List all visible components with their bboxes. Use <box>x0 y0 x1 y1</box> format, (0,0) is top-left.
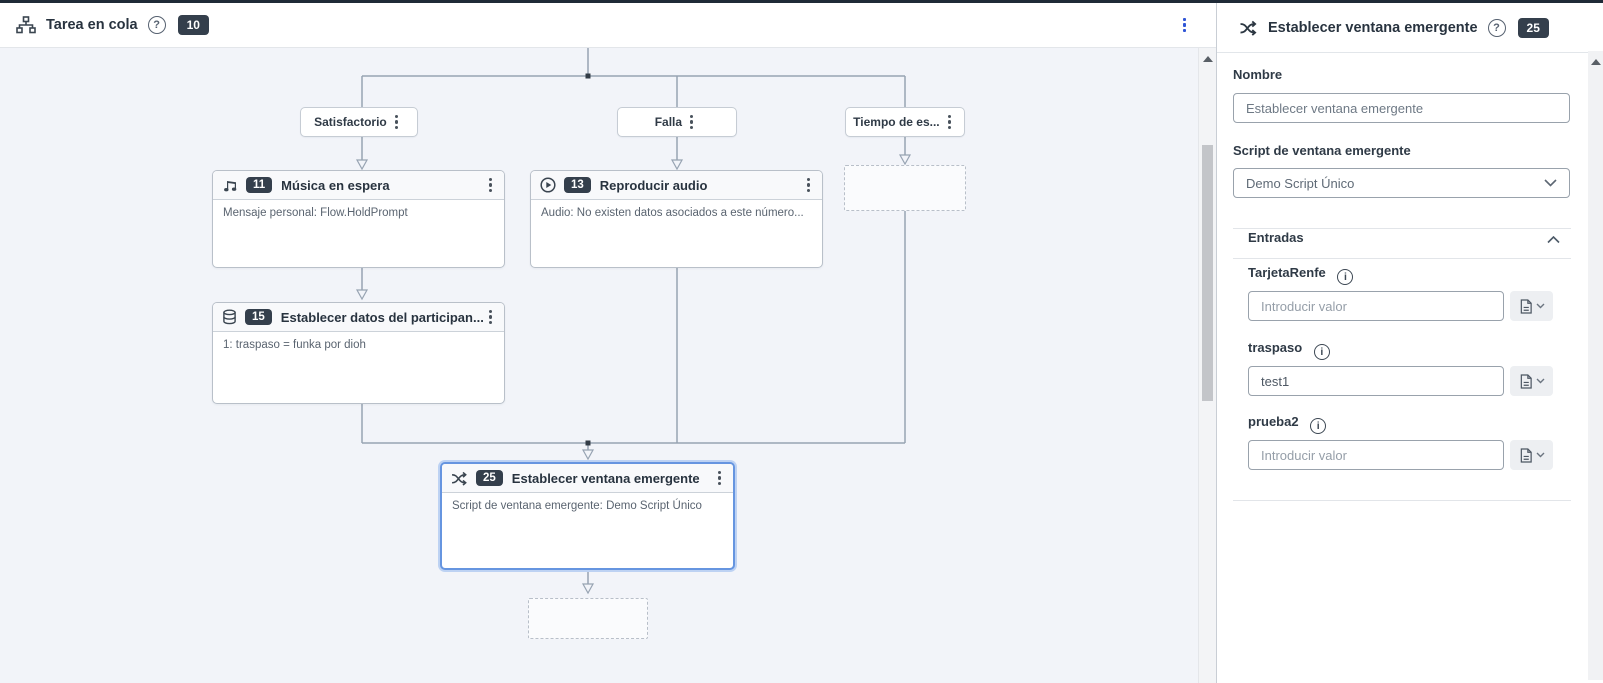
section-divider <box>1233 258 1571 259</box>
input-label-tarjetarenfe: TarjetaRenfe i <box>1248 265 1354 285</box>
canvas-header: Tarea en cola ? 10 <box>0 3 1216 48</box>
node-menu-kebab-icon[interactable] <box>483 174 498 197</box>
node-summary: Mensaje personal: Flow.HoldPrompt <box>223 207 408 219</box>
node-reproducir-audio[interactable]: 13 Reproducir audio Audio: No existen da… <box>530 170 823 268</box>
chevron-down-icon <box>1544 179 1557 187</box>
node-header: 15 Establecer datos del participan... <box>213 303 504 332</box>
chevron-down-icon <box>1536 452 1544 458</box>
info-icon[interactable]: i <box>1337 269 1354 285</box>
panel-divider <box>1216 3 1217 683</box>
value-type-button[interactable] <box>1510 291 1553 321</box>
node-establecer-ventana-emergente[interactable]: 25 Establecer ventana emergente Script d… <box>440 462 735 570</box>
branch-label: Tiempo de es... <box>853 115 940 129</box>
shuffle-icon <box>1240 20 1257 36</box>
node-summary: Audio: No existen datos asociados a este… <box>541 207 804 219</box>
node-title: Reproducir audio <box>599 177 708 193</box>
node-musica-en-espera[interactable]: 11 Música en espera Mensaje personal: Fl… <box>212 170 505 268</box>
collapse-section-button[interactable] <box>1547 231 1560 249</box>
empty-drop-target[interactable] <box>844 165 966 211</box>
value-type-button[interactable] <box>1510 440 1553 470</box>
info-icon[interactable]: i <box>1313 344 1330 360</box>
panel-node-id-badge: 25 <box>1517 17 1549 38</box>
node-menu-kebab-icon[interactable] <box>801 174 816 197</box>
flow-hierarchy-icon <box>16 16 36 34</box>
input-label-text: prueba2 <box>1248 414 1299 429</box>
node-menu-kebab-icon[interactable] <box>712 467 727 490</box>
section-divider <box>1233 500 1571 501</box>
input-label-traspaso: traspaso i <box>1248 340 1330 360</box>
chevron-down-icon <box>1536 303 1544 309</box>
scroll-up-arrow-icon[interactable] <box>1202 56 1213 62</box>
panel-scrollbar[interactable] <box>1588 51 1603 680</box>
branch-label: Satisfactorio <box>314 115 387 129</box>
scroll-up-arrow-icon[interactable] <box>1590 59 1601 65</box>
shuffle-icon <box>451 471 468 486</box>
node-summary: Script de ventana emergente: Demo Script… <box>452 500 702 512</box>
music-icon <box>222 178 238 193</box>
flow-canvas[interactable]: Satisfactorio Falla Tiempo de es... 11 M… <box>0 48 1198 683</box>
node-title: Establecer ventana emergente <box>511 470 700 486</box>
help-icon[interactable]: ? <box>1487 18 1506 37</box>
canvas-title: Tarea en cola <box>46 17 138 33</box>
document-icon <box>1520 373 1532 389</box>
canvas-node-count-badge: 10 <box>177 15 209 35</box>
node-id-badge: 25 <box>476 470 503 486</box>
branch-tiempo-de-espera[interactable]: Tiempo de es... <box>845 107 965 137</box>
node-title: Música en espera <box>281 177 390 193</box>
name-label: Nombre <box>1233 67 1283 82</box>
section-divider <box>1233 228 1571 229</box>
node-header: 11 Música en espera <box>213 171 504 200</box>
value-type-button[interactable] <box>1510 366 1553 396</box>
branch-satisfactorio[interactable]: Satisfactorio <box>300 107 418 137</box>
info-icon[interactable]: i <box>1310 418 1327 434</box>
script-select-value: Demo Script Único <box>1246 175 1355 191</box>
branch-falla[interactable]: Falla <box>617 107 737 137</box>
input-label-text: TarjetaRenfe <box>1248 265 1326 280</box>
flow-connectors <box>355 48 912 595</box>
panel-header: Establecer ventana emergente ? 25 <box>1217 3 1603 53</box>
document-icon <box>1520 447 1532 463</box>
node-id-badge: 15 <box>245 309 272 325</box>
branch-menu-kebab-icon[interactable] <box>389 111 404 134</box>
node-summary: 1: traspaso = funka por dioh <box>223 339 366 351</box>
prueba2-input[interactable] <box>1248 440 1504 470</box>
branch-menu-kebab-icon[interactable] <box>684 111 699 134</box>
canvas-scrollbar[interactable] <box>1198 48 1216 683</box>
node-title: Establecer datos del participan... <box>280 309 483 325</box>
branch-menu-kebab-icon[interactable] <box>942 111 957 134</box>
node-id-badge: 11 <box>246 177 273 193</box>
node-id-badge: 13 <box>564 177 591 193</box>
tarjetarenfe-input[interactable] <box>1248 291 1504 321</box>
empty-drop-target[interactable] <box>528 598 648 639</box>
chevron-down-icon <box>1536 378 1544 384</box>
traspaso-input[interactable] <box>1248 366 1504 396</box>
properties-panel: Establecer ventana emergente ? 25 Nombre… <box>1217 3 1603 683</box>
canvas-menu-kebab-icon[interactable] <box>1177 14 1192 37</box>
script-label: Script de ventana emergente <box>1233 143 1411 158</box>
canvas-scrollbar-thumb[interactable] <box>1202 145 1213 401</box>
node-header: 13 Reproducir audio <box>531 171 822 200</box>
node-establecer-datos-participante[interactable]: 15 Establecer datos del participan... 1:… <box>212 302 505 404</box>
node-menu-kebab-icon[interactable] <box>483 306 498 329</box>
input-label-text: traspaso <box>1248 340 1303 355</box>
node-header: 25 Establecer ventana emergente <box>442 464 733 493</box>
input-label-prueba2: prueba2 i <box>1248 414 1327 434</box>
name-input[interactable] <box>1233 93 1570 123</box>
panel-title: Establecer ventana emergente <box>1268 19 1478 36</box>
document-icon <box>1520 298 1532 314</box>
branch-label: Falla <box>654 115 683 129</box>
inputs-section-title: Entradas <box>1248 230 1304 245</box>
help-icon[interactable]: ? <box>147 16 166 34</box>
chevron-up-icon <box>1547 235 1560 244</box>
top-border <box>0 0 1603 3</box>
play-icon <box>540 177 556 193</box>
database-icon <box>222 309 237 325</box>
script-select[interactable]: Demo Script Único <box>1233 168 1570 198</box>
